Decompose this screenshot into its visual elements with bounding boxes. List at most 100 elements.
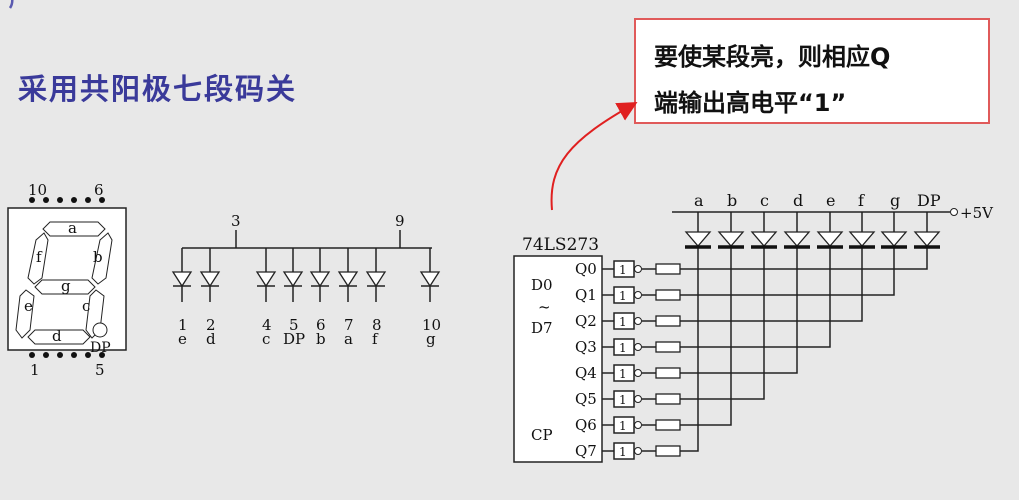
common-pin-label-3: 3 [231, 212, 241, 230]
output-label: Q6 [575, 416, 597, 434]
chip-name: 74LS273 [522, 235, 599, 255]
inverter-bubble [634, 265, 642, 273]
segment-e [15, 289, 35, 339]
resistor [655, 393, 681, 405]
top-pin-label-10: 10 [28, 181, 47, 199]
dp-label: DP [90, 340, 111, 356]
pin-segment: f [372, 330, 379, 348]
inverter-bubble [634, 291, 642, 299]
common-pin-label-9: 9 [395, 212, 405, 230]
led-a: a [684, 191, 712, 249]
segment-label-a: a [68, 219, 77, 237]
segment-d [27, 329, 91, 345]
decimal-point [92, 322, 108, 338]
segment-label-b: b [93, 248, 103, 266]
led-label: d [793, 191, 803, 210]
buffer-label: 1 [619, 419, 627, 433]
led-label: e [826, 191, 835, 210]
output-label: Q2 [575, 312, 597, 330]
buffer-label: 1 [619, 289, 627, 303]
input-label-d7: D7 [531, 319, 553, 337]
segment-label-e: e [24, 297, 33, 315]
inverter-bubble [634, 395, 642, 403]
led-label: g [890, 191, 900, 210]
buffer-label: 1 [619, 367, 627, 381]
pin-diode-5: 5DP [282, 248, 305, 348]
pin-diode-7: 7a [337, 248, 359, 348]
clock-label: CP [531, 426, 553, 444]
inverter-bubble [634, 447, 642, 455]
seven-segment-display: 10 6 1 5 a b c d e f g DP [7, 181, 127, 379]
pin-diode-1: 1e [171, 248, 193, 348]
bottom-pin-label-5: 5 [95, 361, 105, 379]
pin-diode-6: 6b [309, 248, 331, 348]
led-label: c [760, 191, 769, 210]
segment-a [42, 221, 106, 237]
supply-label: +5V [960, 204, 994, 222]
led-d: d [783, 191, 811, 249]
inverter-bubble [634, 317, 642, 325]
input-label-tilde: ~ [538, 298, 551, 316]
buffer-label: 1 [619, 341, 627, 355]
resistor [655, 263, 681, 275]
bottom-pin-label-1: 1 [30, 361, 40, 379]
resistor [655, 289, 681, 301]
pin-diode-2: 2d [199, 248, 221, 348]
resistor [655, 419, 681, 431]
callout-line-2: 端输出高电平“1” [654, 89, 847, 117]
inverter-bubble [634, 421, 642, 429]
pin-segment: d [206, 330, 216, 348]
pin-segment: DP [283, 330, 305, 348]
output-row-Q6: Q6 1 [575, 248, 732, 434]
corner-decoration [8, 0, 14, 9]
bottom-pin-dots [29, 352, 105, 358]
page-title: 采用共阳极七段码关 [18, 72, 298, 106]
segment-label-d: d [52, 327, 62, 345]
output-label: Q1 [575, 286, 597, 304]
output-row-Q5: Q5 1 [575, 248, 765, 408]
output-row-Q2: Q2 1 [575, 248, 863, 330]
inverter-bubble [634, 369, 642, 377]
output-label: Q5 [575, 390, 597, 408]
pin-number: 4 [262, 316, 272, 334]
buffer-label: 1 [619, 263, 627, 277]
resistor [655, 315, 681, 327]
led-b: b [717, 191, 745, 249]
pin-number: 7 [344, 316, 354, 334]
led-e: e [816, 191, 844, 249]
pin-number: 8 [372, 316, 382, 334]
pin-number: 10 [422, 316, 441, 334]
segment-b [91, 232, 113, 285]
resistor [655, 445, 681, 457]
resistor [655, 341, 681, 353]
output-row-Q1: Q1 1 [575, 248, 895, 304]
buffer-label: 1 [619, 445, 627, 459]
segment-label-g: g [61, 277, 71, 295]
buffer-label: 1 [619, 315, 627, 329]
segment-f [27, 232, 49, 285]
pin-diode-4: 4c [255, 248, 277, 348]
pin-number: 2 [206, 316, 216, 334]
output-label: Q4 [575, 364, 597, 382]
led-g: g [880, 191, 908, 249]
segment-label-c: c [82, 297, 90, 315]
output-label: Q0 [575, 260, 597, 278]
pin-number: 6 [316, 316, 326, 334]
led-DP: DP [913, 191, 941, 249]
pin-number: 5 [289, 316, 299, 334]
pin-segment: a [344, 330, 353, 348]
output-label: Q3 [575, 338, 597, 356]
led-label: DP [917, 191, 941, 210]
top-pin-dots [29, 197, 105, 203]
led-c: c [750, 191, 778, 249]
chip-body [513, 255, 603, 463]
callout-box: 要使某段亮，则相应Q 端输出高电平“1” [634, 18, 990, 124]
callout-line-1: 要使某段亮，则相应Q [654, 43, 891, 71]
inverter-bubble [634, 343, 642, 351]
buffer-label: 1 [619, 393, 627, 407]
pin-segment: c [262, 330, 270, 348]
output-label: Q7 [575, 442, 597, 460]
resistor [655, 367, 681, 379]
